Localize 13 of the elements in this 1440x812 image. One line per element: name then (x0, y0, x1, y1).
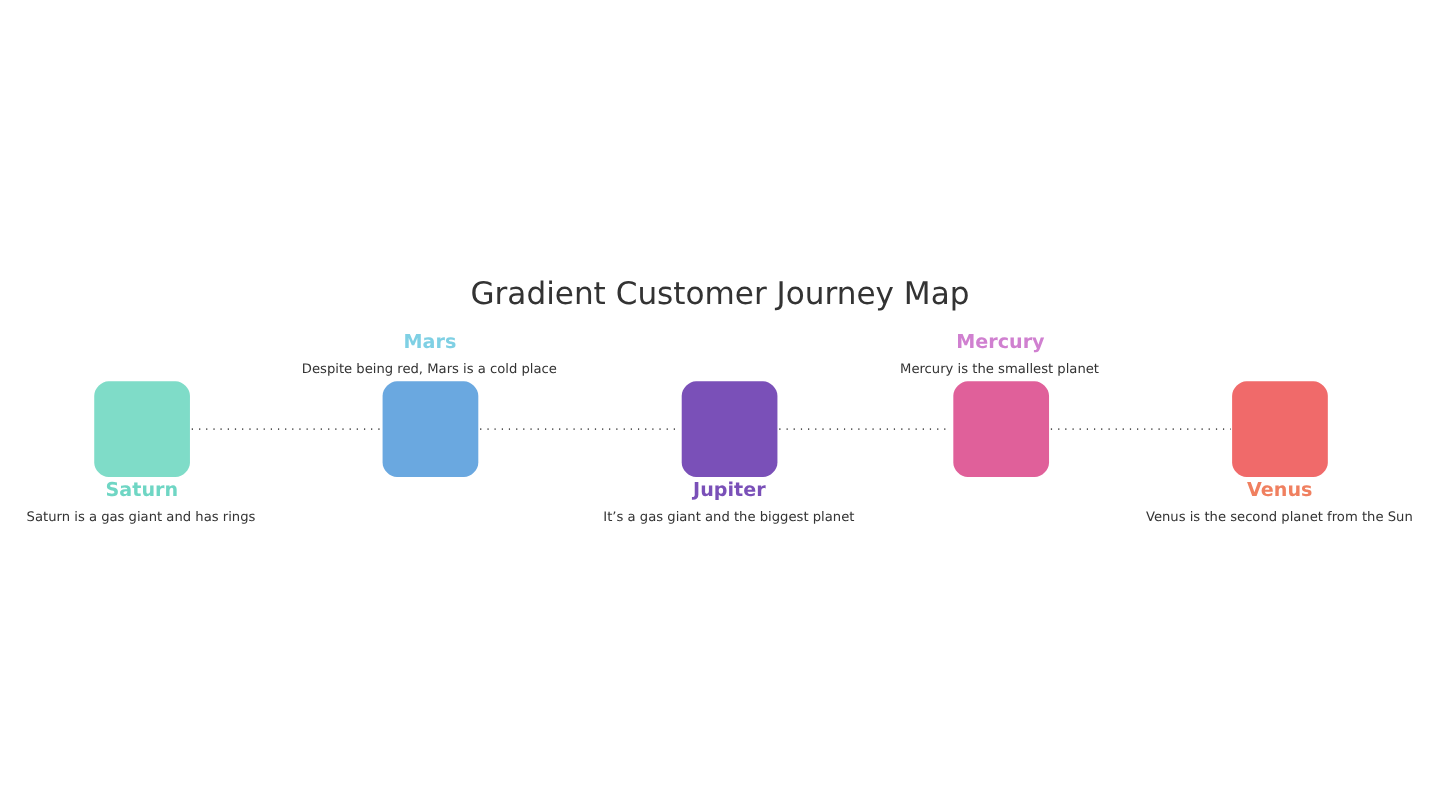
connector (479, 427, 681, 430)
node-box (953, 380, 1050, 476)
node-label: Jupiter (693, 478, 766, 501)
node-label: Mars (403, 330, 457, 353)
diagram-title: Gradient Customer Journey Map (470, 275, 970, 312)
node-box (1232, 380, 1328, 476)
node-label: Mercury (956, 330, 1045, 353)
node-label: Venus (1247, 478, 1313, 501)
node-box (382, 380, 479, 476)
node-box (94, 380, 190, 476)
connector (190, 427, 382, 430)
node-box (681, 380, 778, 476)
node-label: Saturn (105, 478, 179, 501)
